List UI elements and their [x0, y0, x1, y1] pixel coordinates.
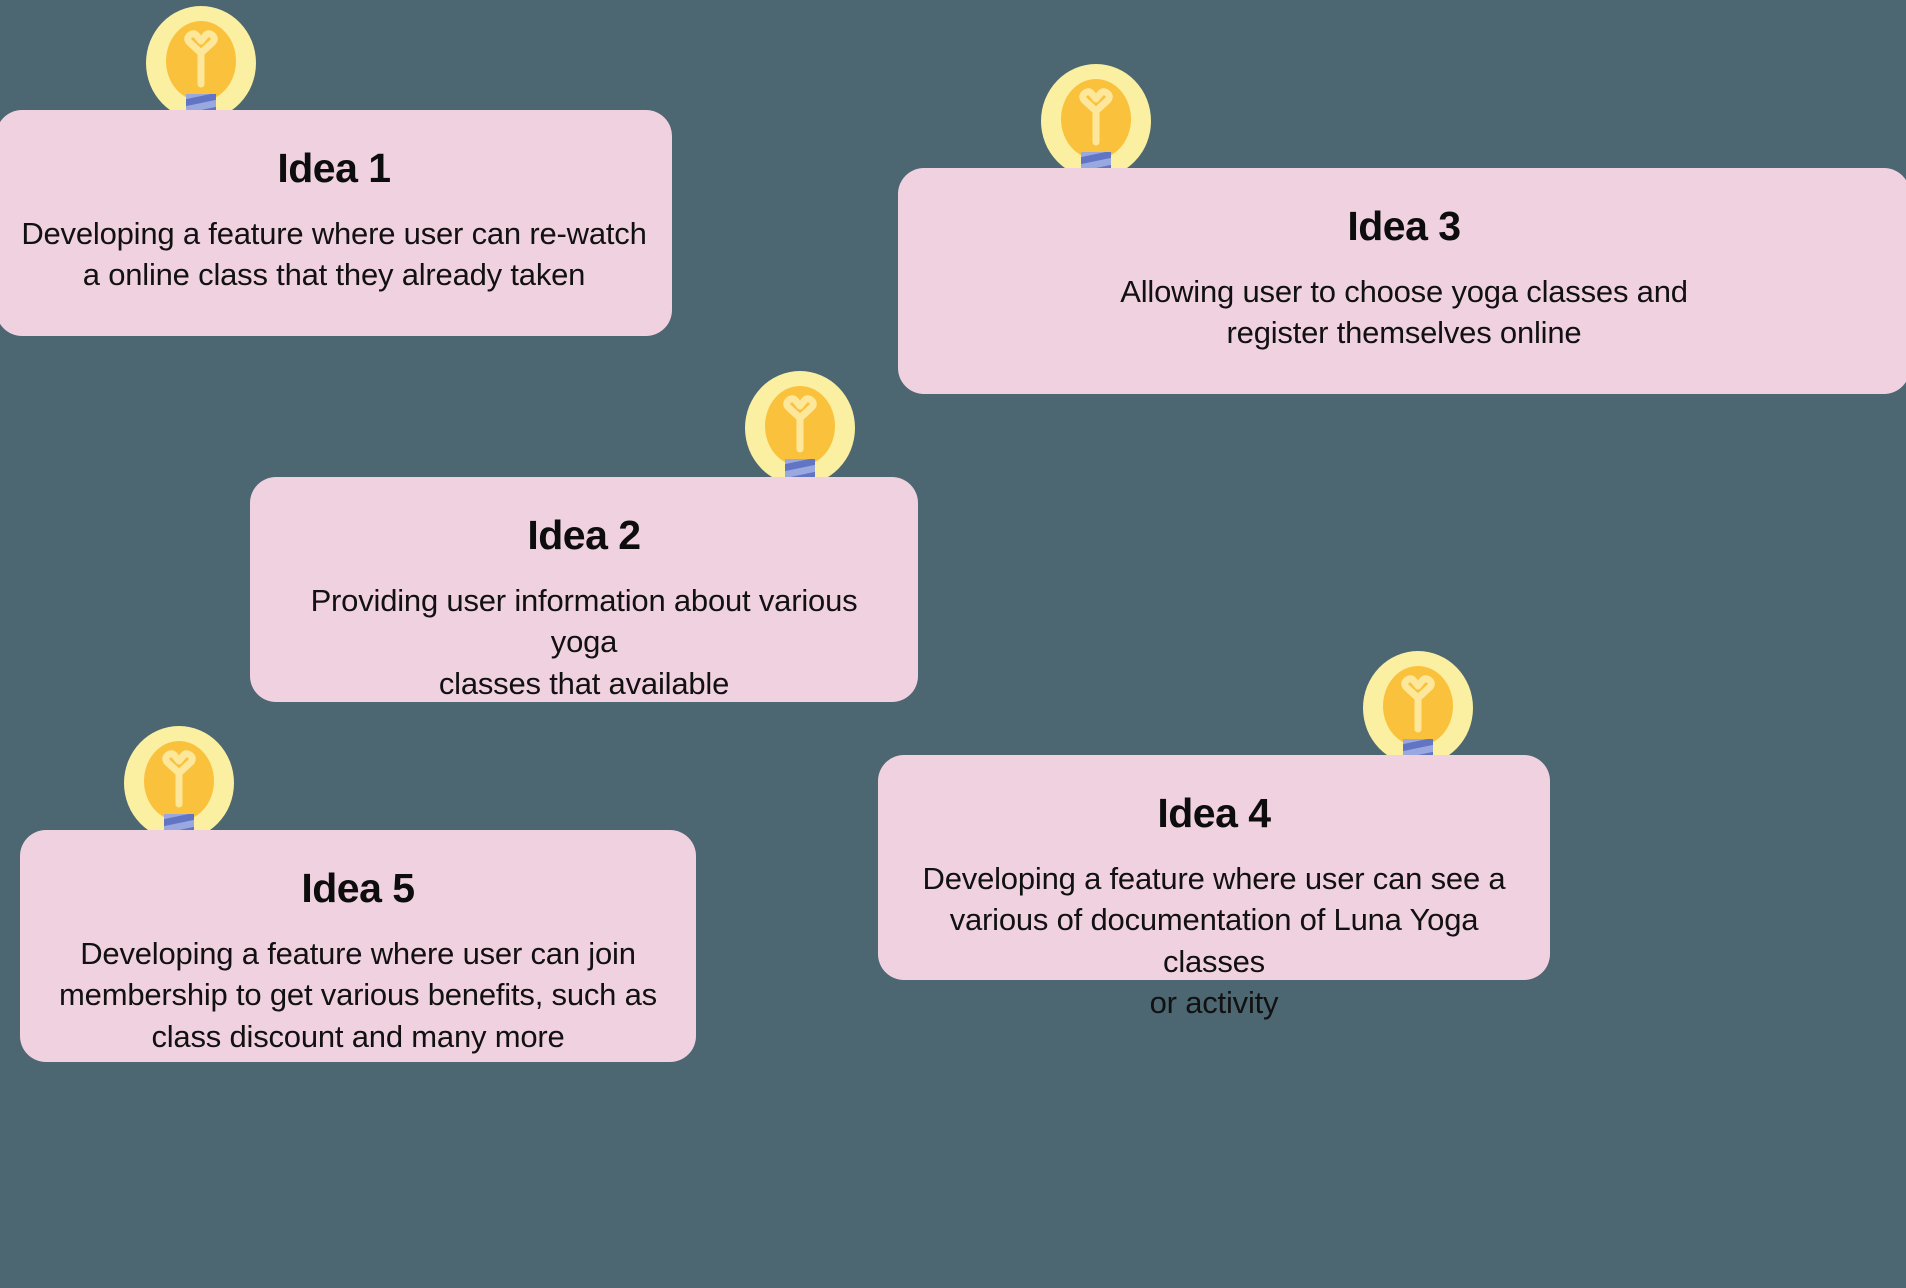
idea-card-body: Developing a feature where user can see …	[902, 858, 1526, 1023]
idea-body-line: membership to get various benefits, such…	[59, 977, 657, 1013]
idea-body-line: classes that available	[438, 665, 730, 701]
idea-card-title: Idea 3	[1347, 203, 1461, 249]
idea-card-2[interactable]: Idea 2 Providing user information about …	[250, 477, 918, 702]
idea-card-body: Developing a feature where user can join…	[59, 933, 657, 1057]
idea-card-title: Idea 4	[1157, 790, 1271, 836]
idea-card-3[interactable]: Idea 3 Allowing user to choose yoga clas…	[898, 168, 1906, 394]
idea-card-title: Idea 5	[301, 865, 415, 911]
idea-card-body: Allowing user to choose yoga classes and…	[1120, 271, 1688, 353]
idea-body-line: Allowing user to choose yoga classes and	[1120, 274, 1688, 310]
idea-body-line: Developing a feature where user can see …	[922, 861, 1506, 897]
idea-body-line: Providing user information about various…	[310, 583, 858, 660]
idea-card-title: Idea 1	[277, 145, 391, 191]
idea-body-line: a online class that they already taken	[82, 257, 586, 293]
idea-card-4[interactable]: Idea 4 Developing a feature where user c…	[878, 755, 1550, 1020]
idea-body-line: or activity	[1149, 984, 1279, 1020]
idea-body-line: various of documentation of Luna Yoga cl…	[949, 902, 1479, 979]
idea-body-line: Developing a feature where user can join	[80, 936, 636, 972]
idea-card-body: Providing user information about various…	[274, 580, 894, 704]
idea-card-title: Idea 2	[527, 512, 641, 558]
idea-body-line: register themselves online	[1226, 315, 1582, 351]
idea-card-5[interactable]: Idea 5 Developing a feature where user c…	[20, 830, 696, 1062]
idea-body-line: class discount and many more	[151, 1018, 565, 1054]
idea-card-body: Developing a feature where user can re-w…	[21, 213, 647, 295]
idea-body-line: Developing a feature where user can re-w…	[21, 216, 647, 252]
idea-card-1[interactable]: Idea 1 Developing a feature where user c…	[0, 110, 672, 336]
